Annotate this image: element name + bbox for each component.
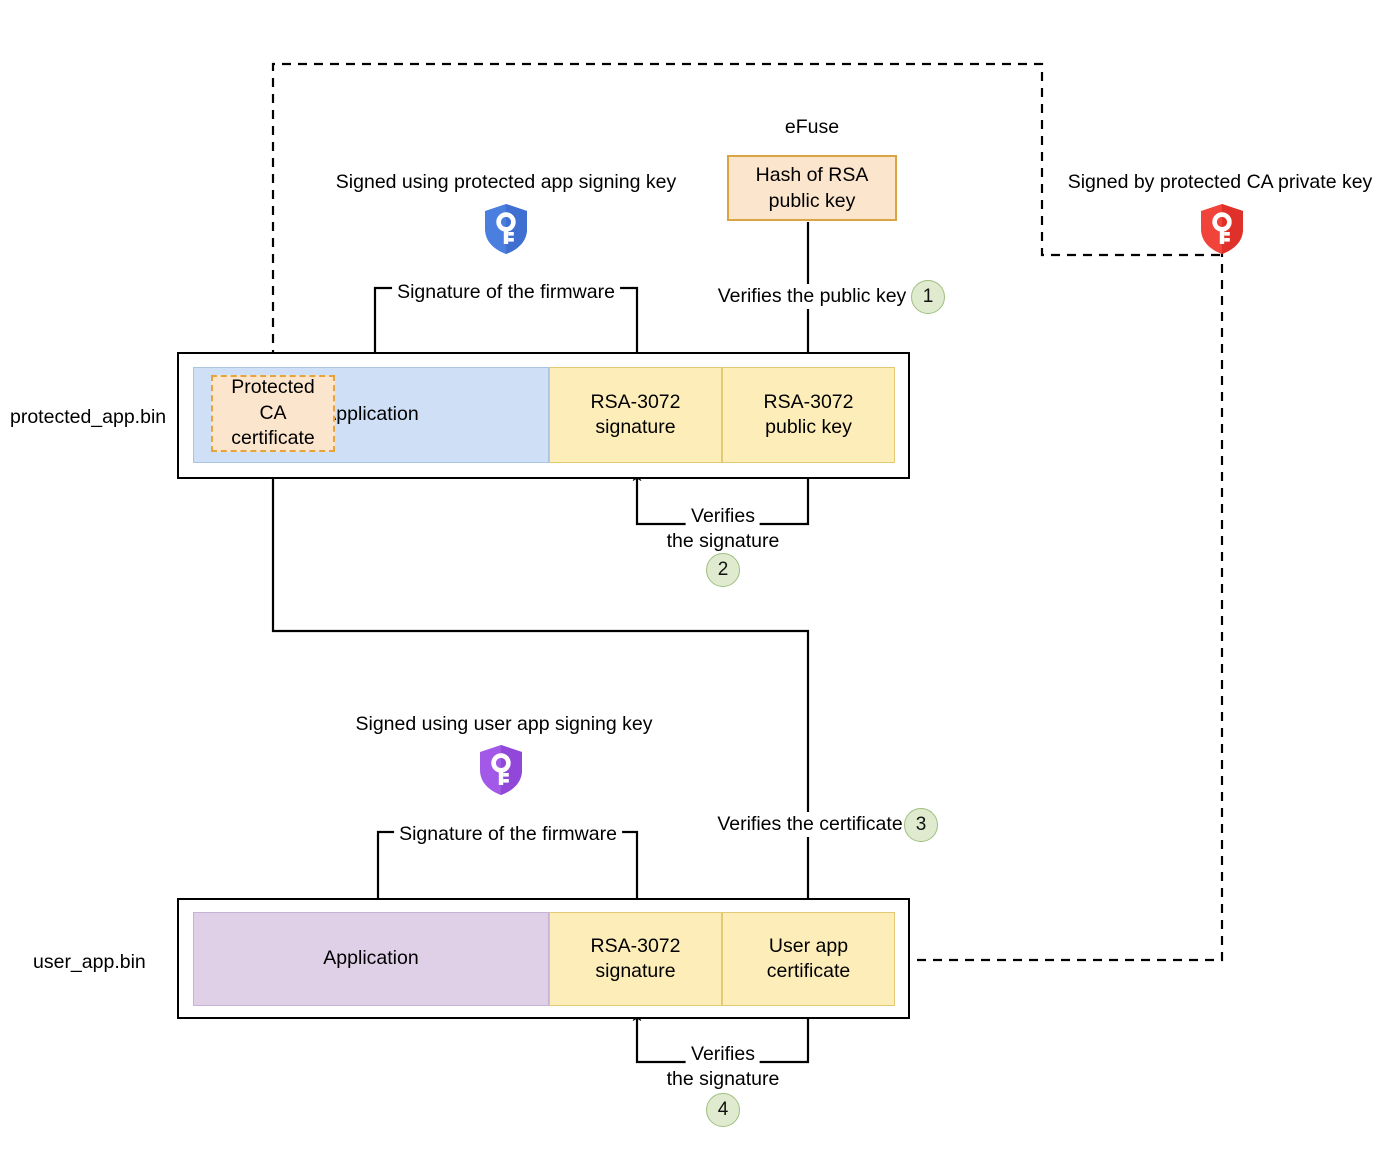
protected-app-signing-key-label: Signed using protected app signing key <box>335 171 677 193</box>
verifies-signature-top-line2: the signature <box>666 529 780 552</box>
ca-cert-line1: Protected <box>231 375 315 398</box>
annotation-signature-of-firmware-top: Signature of the firmware <box>392 280 620 305</box>
annotation-verifies-certificate: Verifies the certificate <box>712 812 908 837</box>
segment-rsa-signature-line2: signature <box>595 416 676 438</box>
step-badge-3: 3 <box>904 808 938 842</box>
segment-rsa-signature-protected: RSA-3072 signature <box>549 367 722 463</box>
verifies-signature-bottom-line2: the signature <box>666 1067 780 1090</box>
segment-rsa-signature-user-line2: signature <box>595 960 676 982</box>
step-badge-1: 1 <box>911 280 945 314</box>
segment-rsa-signature-line1: RSA-3072 <box>590 390 681 413</box>
segment-user-app-certificate: User app certificate <box>722 912 895 1006</box>
segment-rsa-public-key-protected: RSA-3072 public key <box>722 367 895 463</box>
segment-application-user: Application <box>193 912 549 1006</box>
annotation-verifies-signature-top: Verifies the signature <box>666 504 780 554</box>
segment-user-app-cert-line2: certificate <box>766 960 851 982</box>
efuse-caption: eFuse <box>784 116 840 138</box>
shield-key-icon-blue <box>483 203 529 255</box>
segment-rsa-signature-user-line1: RSA-3072 <box>590 934 681 957</box>
ca-cert-line2: CA <box>259 401 287 424</box>
segment-rsa-public-key-line1: RSA-3072 <box>763 390 854 413</box>
user-app-signing-key-label: Signed using user app signing key <box>355 713 653 735</box>
verifies-signature-bottom-line1: Verifies <box>686 1042 760 1067</box>
step-badge-2: 2 <box>706 553 740 587</box>
efuse-hash-line2: public key <box>768 190 856 212</box>
protected-app-bin-name: protected_app.bin <box>10 406 167 428</box>
segment-user-app-cert-line1: User app <box>768 934 849 957</box>
segment-rsa-signature-user: RSA-3072 signature <box>549 912 722 1006</box>
efuse-hash-line1: Hash of RSA <box>755 163 869 186</box>
user-app-bin-segments: Application RSA-3072 signature User app … <box>193 912 895 1006</box>
efuse-hash-box: Hash of RSA public key <box>727 155 897 221</box>
step-badge-4: 4 <box>706 1093 740 1127</box>
user-app-bin-name: user_app.bin <box>33 951 146 973</box>
annotation-signature-of-firmware-bottom: Signature of the firmware <box>394 822 622 847</box>
protected-ca-private-key-label: Signed by protected CA private key <box>1067 171 1373 193</box>
shield-key-icon-purple <box>478 744 524 796</box>
wire-ca-chain-down <box>899 248 1224 965</box>
protected-app-bin-segments: Application RSA-3072 signature RSA-3072 … <box>193 367 895 463</box>
annotation-verifies-public-key: Verifies the public key <box>712 284 912 309</box>
shield-key-icon-red <box>1199 203 1245 255</box>
segment-rsa-public-key-line2: public key <box>765 416 852 438</box>
annotation-verifies-signature-bottom: Verifies the signature <box>666 1042 780 1092</box>
protected-ca-certificate-block: Protected CA certificate <box>211 375 335 452</box>
verifies-signature-top-line1: Verifies <box>686 504 760 529</box>
ca-cert-line3: certificate <box>231 427 315 450</box>
